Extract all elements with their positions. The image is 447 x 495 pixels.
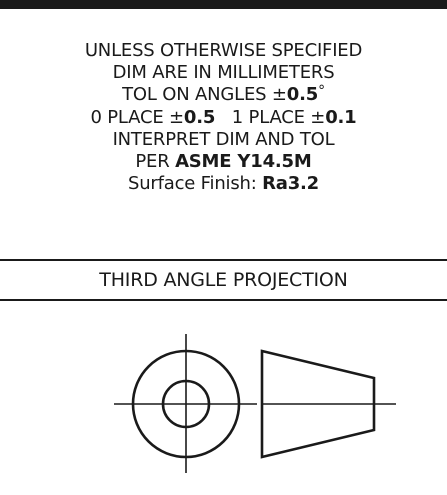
top-border — [0, 0, 447, 9]
notes-line-units: DIM ARE IN MILLIMETERS — [112, 62, 335, 83]
place0-value: 0.5 — [183, 107, 216, 128]
notes-line-standard: PER ASME Y14.5M — [0, 151, 447, 173]
notes-line-place-tolerance: 0 PLACE ±0.5 1 PLACE ±0.1 — [0, 107, 447, 129]
surface-finish-label: Surface Finish: — [127, 173, 263, 194]
section-divider — [0, 299, 447, 301]
section-divider — [0, 259, 447, 261]
notes-line-interpret: INTERPRET DIM AND TOL — [112, 129, 335, 150]
place0-label: 0 PLACE ± — [90, 107, 184, 128]
general-notes-block: UNLESS OTHERWISE SPECIFIED DIM ARE IN MI… — [0, 40, 447, 195]
third-angle-projection-symbol-icon — [114, 334, 396, 473]
place1-label: 1 PLACE ± — [231, 107, 326, 128]
standard-label: PER — [135, 151, 176, 172]
angle-tolerance-value: 0.5 — [286, 84, 319, 105]
notes-line-angle-tolerance: TOL ON ANGLES ±0.5° — [0, 83, 447, 107]
projection-title: THIRD ANGLE PROJECTION — [99, 269, 348, 291]
angle-tolerance-label: TOL ON ANGLES ± — [122, 84, 287, 105]
place1-value: 0.1 — [325, 107, 357, 128]
standard-value: ASME Y14.5M — [175, 151, 312, 172]
notes-line-unless: UNLESS OTHERWISE SPECIFIED — [84, 40, 363, 61]
notes-line-surface-finish: Surface Finish: Ra3.2 — [0, 173, 447, 195]
surface-finish-value: Ra3.2 — [262, 173, 320, 194]
degree-symbol: ° — [318, 83, 325, 99]
cone-side-view — [260, 349, 376, 459]
